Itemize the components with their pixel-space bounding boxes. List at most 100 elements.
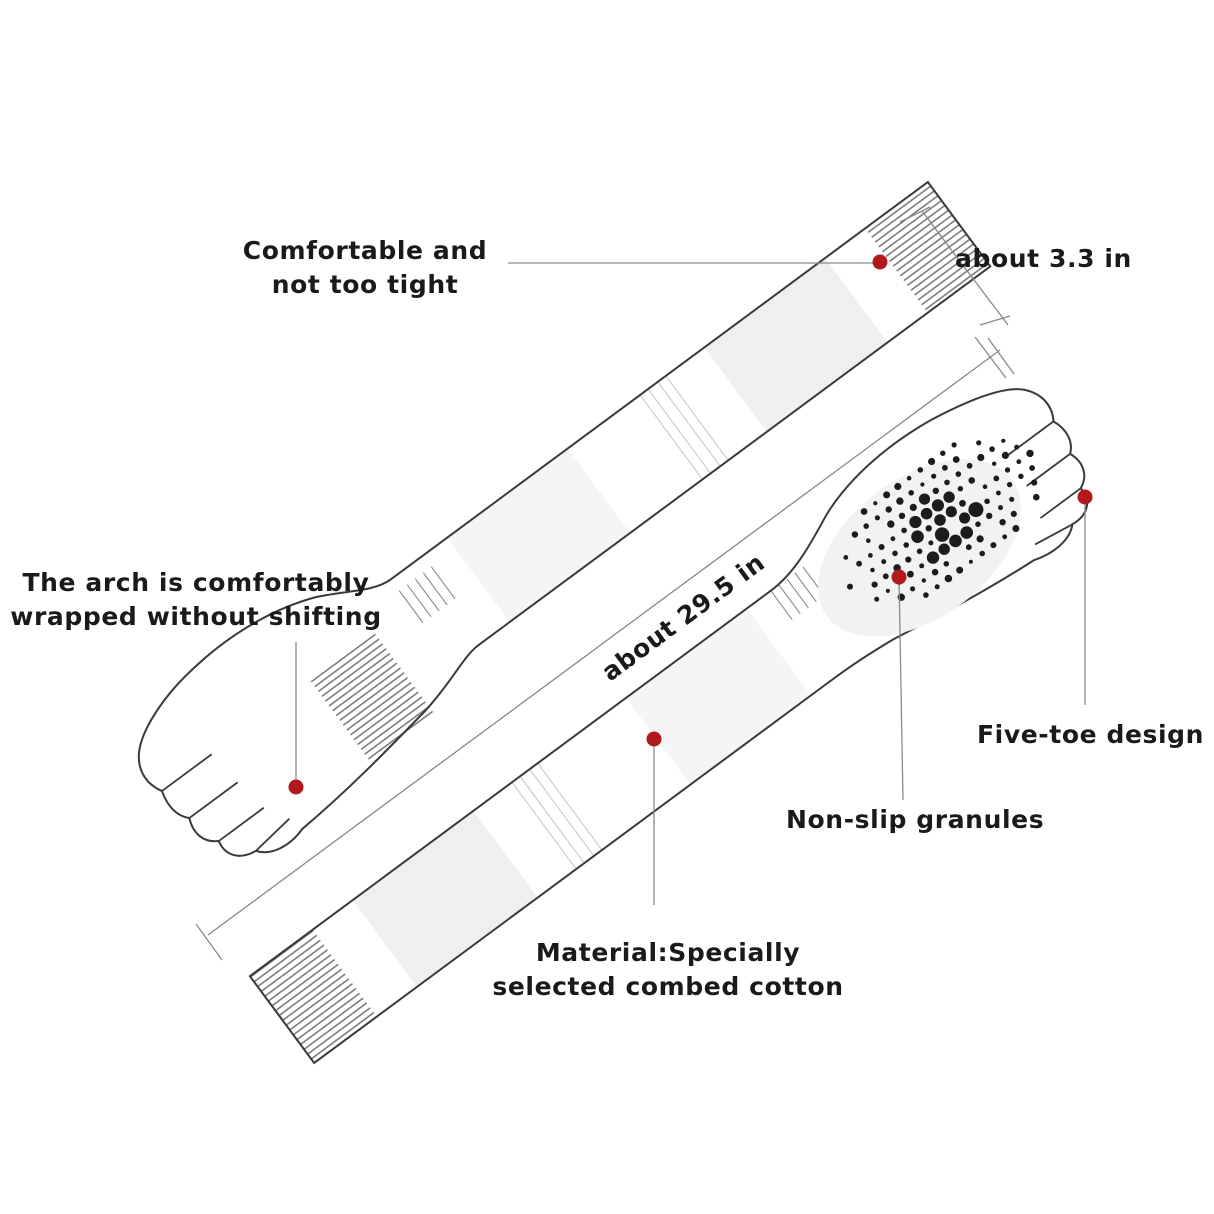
granule-dot: [1002, 534, 1008, 540]
granule-dot: [906, 475, 912, 481]
callout-material-line1: Material:Specially: [535, 938, 801, 967]
granule-dot: [934, 527, 950, 542]
marker-arch: [288, 779, 304, 795]
granule-dot: [871, 581, 878, 588]
granule-dot: [883, 491, 891, 499]
granule-dot: [907, 570, 914, 578]
granule-dot: [1033, 493, 1040, 501]
granule-dot: [968, 502, 984, 518]
granule-dot: [863, 523, 869, 529]
granule-dot: [959, 499, 966, 507]
marker-comfort: [872, 254, 888, 270]
granule-dot: [966, 462, 973, 469]
granule-dot: [901, 527, 907, 534]
granule-dot: [931, 473, 937, 479]
granule-dot: [887, 520, 895, 528]
granule-dot: [908, 490, 914, 496]
granule-dot: [911, 530, 924, 543]
marker-material: [646, 731, 662, 747]
callout-arch: The arch is comfortably wrapped without …: [6, 566, 386, 634]
callout-material-line2: selected combed cotton: [492, 972, 844, 1001]
granule-dot: [918, 493, 931, 505]
granule-dot: [943, 491, 955, 503]
granule-dot: [984, 498, 990, 505]
granule-dot: [979, 550, 985, 557]
granule-dot: [866, 538, 871, 543]
granule-dot: [945, 506, 957, 518]
granule-dot: [1010, 510, 1017, 517]
granule-dot: [847, 583, 853, 590]
granule-dot: [968, 477, 975, 484]
granule-dot: [920, 507, 933, 520]
granule-dot: [905, 556, 912, 563]
callout-non-slip: Non-slip granules: [786, 805, 1045, 834]
granule-dot: [928, 540, 934, 546]
callout-comfort: Comfortable and not too tight: [234, 234, 496, 302]
sock-upper-cuff: [865, 182, 991, 313]
granule-dot: [1001, 451, 1010, 459]
non-slip-granules: [843, 438, 1040, 602]
granule-dot: [873, 501, 878, 506]
granule-dot: [1009, 496, 1015, 502]
granule-dot: [992, 461, 997, 466]
granule-dot: [874, 515, 881, 521]
callout-arch-line2: wrapped without shifting: [10, 602, 382, 631]
marker-non-slip: [891, 569, 907, 585]
sock-upper: [137, 180, 992, 857]
granule-dot: [909, 503, 917, 511]
leader-lines: [295, 262, 1086, 905]
granule-dot: [923, 592, 929, 598]
callout-material: Material:Specially selected combed cotto…: [478, 936, 858, 1004]
sock-upper-arch-band: [310, 633, 435, 762]
granule-dot: [934, 584, 940, 590]
granule-dot: [996, 490, 1001, 496]
granule-dot: [1016, 459, 1022, 465]
granule-dot: [885, 588, 891, 594]
granule-dot: [938, 543, 950, 555]
granule-dot: [903, 542, 909, 548]
granule-dot: [885, 506, 892, 513]
width-dimension-label: about 3.3 in: [955, 244, 1132, 273]
granule-dot: [940, 450, 946, 456]
granule-dot: [917, 467, 924, 473]
granule-dot: [1029, 465, 1035, 471]
callout-comfort-line1: Comfortable and: [242, 236, 488, 265]
callout-markers: [288, 254, 1093, 795]
granule-dot: [959, 512, 971, 524]
granule-dot: [926, 551, 940, 564]
granule-dot: [993, 475, 1000, 482]
granule-dot: [944, 574, 953, 583]
granule-dot: [921, 578, 926, 583]
granule-dot: [860, 508, 868, 515]
granule-dot: [1014, 444, 1020, 450]
granule-dot: [965, 544, 972, 551]
granule-dot: [898, 512, 906, 519]
granule-dot: [892, 550, 898, 557]
granule-dot: [910, 586, 916, 592]
granule-dot: [1001, 438, 1006, 443]
granule-dot: [976, 440, 982, 446]
granule-dot: [868, 553, 873, 558]
granule-dot: [968, 559, 973, 564]
granule-dot: [881, 559, 887, 565]
granule-dot: [843, 555, 849, 560]
granule-dot: [934, 514, 946, 526]
callout-arch-line1: The arch is comfortably: [22, 568, 370, 597]
granule-dot: [931, 499, 945, 512]
granule-dot: [975, 521, 981, 527]
granule-dot: [894, 482, 902, 491]
granule-dot: [878, 544, 885, 550]
granule-dot: [976, 535, 984, 543]
granule-dot: [977, 453, 985, 462]
granule-dot: [1026, 449, 1034, 458]
granule-dot: [990, 542, 997, 549]
granule-dot: [1018, 473, 1024, 479]
granule-dot: [856, 560, 862, 567]
granule-dot: [909, 515, 922, 529]
granule-dot: [928, 457, 936, 466]
granule-dot: [870, 567, 875, 573]
granule-dot: [955, 471, 962, 477]
granule-dot: [1006, 481, 1013, 488]
granule-dot: [956, 566, 964, 574]
granule-dot: [943, 561, 950, 567]
